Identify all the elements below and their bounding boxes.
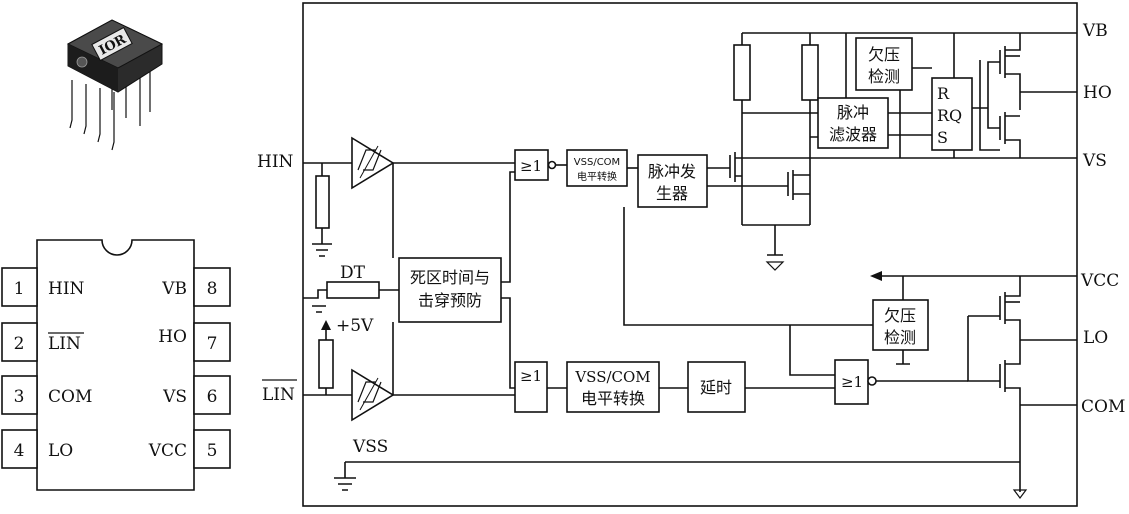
pulse-filter xyxy=(817,97,889,149)
rs-latch-rq: RQ xyxy=(937,106,962,125)
pin-5-name: VCC xyxy=(148,441,187,461)
pin-3-box xyxy=(1,375,38,415)
pin-6-box xyxy=(193,375,231,415)
pulse-gen-line1: 脉冲发 xyxy=(648,162,696,181)
rs-latch-r: R xyxy=(937,84,950,103)
hin-schmitt-trigger xyxy=(351,136,395,190)
pin-3-name: COM xyxy=(48,387,92,407)
pulse-filter-line1: 脉冲 xyxy=(837,103,869,122)
deadtime-line1: 死区时间与 xyxy=(410,268,490,287)
output-com: COM xyxy=(1081,397,1125,417)
output-vb: VB xyxy=(1082,21,1108,41)
pulse-generator xyxy=(637,154,708,208)
or-gate-right: ≥1 xyxy=(834,359,877,405)
pin-5-number: 5 xyxy=(207,441,218,461)
or-gate-top: ≥1 xyxy=(514,149,557,181)
lin-pullup-resistor xyxy=(318,339,334,389)
uv-detect-low xyxy=(872,299,929,351)
level-shifter-top xyxy=(566,149,628,187)
pin-2-number: 2 xyxy=(14,334,25,354)
level-shifter-bottom xyxy=(566,361,660,413)
pulse-gen-line2: 生器 xyxy=(656,184,688,203)
ho-output-stage xyxy=(742,33,1077,159)
pin-5-box xyxy=(193,429,231,469)
level-shifter-top-line1: VSS/COM xyxy=(574,157,620,168)
pin-8-number: 8 xyxy=(207,279,218,299)
input-lin: LIN xyxy=(262,385,295,405)
delay-label: 延时 xyxy=(700,378,732,397)
dip8-pinout: 1 2 3 4 8 7 6 5 HIN LIN COM LO VB HO VS … xyxy=(1,239,231,491)
rs-latch-s: S xyxy=(937,128,948,147)
svg-text:≥1: ≥1 xyxy=(520,157,542,175)
or-gate-bottom: ≥1 xyxy=(514,361,548,413)
uv-low-line2: 检测 xyxy=(884,328,916,347)
pin-8-name: VB xyxy=(161,279,187,299)
diagram-frame xyxy=(302,2,1078,507)
pin-8-box xyxy=(193,267,231,307)
level-shifter-bottom-line1: VSS/COM xyxy=(574,368,650,386)
delay-block xyxy=(687,361,746,413)
label-dt: DT xyxy=(340,263,366,283)
hin-pulldown-resistor xyxy=(315,175,330,229)
deadtime-block xyxy=(398,257,502,323)
pin-1-name: HIN xyxy=(48,279,85,299)
pin-7-name: HO xyxy=(158,327,187,347)
pulse-filter-line2: 滤波器 xyxy=(829,125,877,144)
lo-output-stage xyxy=(967,276,1077,499)
block-diagram: HIN LIN VB HO VS VCC LO COM DT +5V VSS 死… xyxy=(257,2,1125,507)
pin-4-number: 4 xyxy=(14,441,25,461)
output-vs: VS xyxy=(1082,151,1107,171)
pin-7-number: 7 xyxy=(207,334,218,354)
output-ho: HO xyxy=(1083,83,1112,103)
pin-6-number: 6 xyxy=(207,387,218,407)
hs-resistor-1 xyxy=(733,44,751,101)
pin-4-box xyxy=(1,429,38,469)
uv-high-line2: 检测 xyxy=(868,67,900,86)
pin-4-name: LO xyxy=(48,441,73,461)
label-vss: VSS xyxy=(352,437,388,457)
output-lo: LO xyxy=(1083,328,1108,348)
chip-illustration: IOR xyxy=(66,19,164,151)
hs-resistor-2 xyxy=(801,44,819,101)
lin-schmitt-trigger xyxy=(351,368,395,422)
dt-resistor xyxy=(326,281,380,299)
dip8-body xyxy=(36,239,195,491)
input-hin: HIN xyxy=(257,152,294,172)
deadtime-line2: 击穿预防 xyxy=(418,291,482,310)
output-vcc: VCC xyxy=(1080,271,1119,291)
pin-2-box xyxy=(1,322,38,362)
pin-3-number: 3 xyxy=(14,387,25,407)
pin-7-box xyxy=(193,322,231,362)
level-shifter-bottom-line2: 电平转换 xyxy=(581,389,645,408)
svg-text:≥1: ≥1 xyxy=(520,367,542,385)
svg-text:≥1: ≥1 xyxy=(841,373,863,391)
pin-1-number: 1 xyxy=(14,279,25,299)
pin-6-name: VS xyxy=(162,387,187,407)
rs-latch xyxy=(931,77,973,151)
level-shifter-top-line2: 电平转换 xyxy=(577,170,617,183)
uv-low-line1: 欠压 xyxy=(884,306,916,325)
uv-high-line1: 欠压 xyxy=(868,45,900,64)
pin-2-name: LIN xyxy=(48,334,81,354)
uv-detect-high xyxy=(855,37,913,91)
label-plus5v: +5V xyxy=(336,316,374,336)
pin-1-box xyxy=(1,267,38,307)
